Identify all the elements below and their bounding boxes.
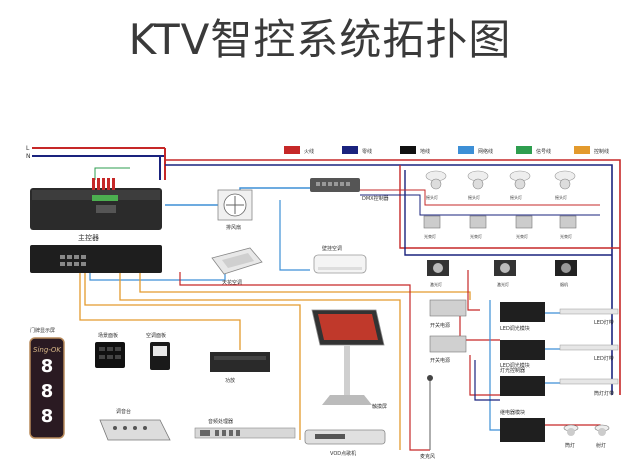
dimmer-2-label: LED调光模块 bbox=[500, 362, 530, 369]
mixer: 调音台 bbox=[99, 408, 171, 441]
ac-panel-label: 空调面板 bbox=[146, 332, 166, 339]
effect-lights: 激光灯 激光灯 烟机 bbox=[427, 260, 577, 287]
legend-label-control: 控制线 bbox=[594, 148, 609, 155]
strip-3-label: 筒灯灯带 bbox=[594, 390, 614, 397]
vod-player: VOD点歌机 bbox=[304, 429, 386, 457]
touch-screen: 触摸屏 bbox=[311, 309, 387, 410]
relay-label: 继电器模块 bbox=[500, 409, 525, 416]
moving-head-label-1: 摇头灯 bbox=[426, 194, 438, 200]
legend-label-network: 网络线 bbox=[478, 148, 493, 155]
legend-swatch-signal bbox=[516, 146, 532, 154]
beam-label-2: 光束灯 bbox=[470, 233, 482, 239]
beam-lights: 光束灯 光束灯 光束灯 光束灯 bbox=[423, 215, 577, 239]
ac-panel: 空调面板 bbox=[146, 332, 170, 370]
ceiling-ac: 天花空调 bbox=[211, 247, 263, 286]
effect-light-label-2: 激光灯 bbox=[497, 281, 509, 287]
downlights: 筒灯 射灯 bbox=[563, 424, 610, 449]
power-line-n-label: N bbox=[26, 153, 31, 160]
diagram-title: KTV智控系统拓扑图 bbox=[128, 15, 512, 64]
door-display-panel: 门牌显示屏 Sing-OK 8 8 8 bbox=[29, 327, 65, 439]
wall-ac-label: 壁挂空调 bbox=[322, 245, 342, 252]
amplifier-label: 功放 bbox=[225, 377, 235, 384]
moving-head-label-4: 摇头灯 bbox=[555, 194, 567, 200]
beam-label-4: 光束灯 bbox=[560, 233, 572, 239]
scene-panel: 场景面板 bbox=[95, 332, 125, 368]
moving-head-label-3: 摇头灯 bbox=[510, 194, 522, 200]
mixer-label: 调音台 bbox=[116, 408, 131, 415]
ceiling-ac-label: 天花空调 bbox=[222, 279, 242, 286]
main-controller: 主控器 bbox=[30, 178, 162, 273]
dimmer-modules: LED调光模块 LED调光模块 灯光控制器 继电器模块 bbox=[500, 302, 545, 442]
amplifier: 功放 bbox=[210, 352, 270, 384]
legend-label-neutral: 零线 bbox=[362, 148, 372, 155]
power-supply-2-label: 开关电源 bbox=[430, 357, 450, 364]
power-supplies: 开关电源 开关电源 bbox=[429, 299, 467, 364]
legend-swatch-neutral bbox=[342, 146, 358, 154]
power-supply-1-label: 开关电源 bbox=[430, 322, 450, 329]
beam-label-3: 光束灯 bbox=[516, 233, 528, 239]
microphone: 麦克风 bbox=[420, 375, 435, 460]
exhaust-fan-label: 排风扇 bbox=[226, 224, 241, 231]
legend-swatch-ground bbox=[400, 146, 416, 154]
door-panel-digit-3: 8 bbox=[41, 406, 54, 427]
legend-swatch-control bbox=[574, 146, 590, 154]
exhaust-fan: 排风扇 bbox=[217, 189, 253, 231]
legend-label-signal: 信号线 bbox=[536, 148, 551, 155]
touch-screen-label: 触摸屏 bbox=[372, 403, 387, 410]
dmx-switch: DMX控制器 bbox=[310, 178, 389, 202]
strip-2-label: LED灯带 bbox=[594, 355, 614, 362]
downlight-1-label: 筒灯 bbox=[565, 442, 575, 449]
moving-heads: 摇头灯 摇头灯 摇头灯 摇头灯 bbox=[425, 170, 576, 200]
dmx-switch-label: DMX控制器 bbox=[362, 195, 389, 202]
legend-swatch-live bbox=[284, 146, 300, 154]
scene-panel-label: 场景面板 bbox=[98, 332, 118, 339]
downlight-2-label: 射灯 bbox=[596, 442, 606, 449]
microphone-label: 麦克风 bbox=[420, 453, 435, 460]
legend-label-ground: 地线 bbox=[420, 148, 430, 155]
power-lines: L N bbox=[26, 145, 166, 180]
effect-light-label-1: 激光灯 bbox=[430, 281, 442, 287]
audio-processor: 音频处理器 bbox=[194, 418, 296, 439]
legend-swatch-network bbox=[458, 146, 474, 154]
wall-ac: 壁挂空调 bbox=[313, 245, 367, 274]
door-panel-digit-2: 8 bbox=[41, 381, 54, 402]
strip-1-label: LED灯带 bbox=[594, 319, 614, 326]
legend: 火线 零线 地线 网络线 信号线 控制线 bbox=[284, 146, 609, 155]
lamp-controller-label: 灯光控制器 bbox=[500, 367, 525, 374]
main-controller-label: 主控器 bbox=[78, 233, 99, 242]
dimmer-1-label: LED调光模块 bbox=[500, 325, 530, 332]
moving-head-label-2: 摇头灯 bbox=[468, 194, 480, 200]
legend-label-live: 火线 bbox=[304, 148, 314, 155]
door-panel-logo: Sing-OK bbox=[33, 346, 62, 354]
audio-processor-label: 音频处理器 bbox=[208, 418, 233, 425]
power-line-l-label: L bbox=[26, 145, 30, 152]
beam-label-1: 光束灯 bbox=[424, 233, 436, 239]
door-panel-label: 门牌显示屏 bbox=[30, 327, 55, 334]
door-panel-digit-1: 8 bbox=[41, 356, 54, 377]
effect-light-label-4: 烟机 bbox=[560, 281, 568, 287]
vod-player-label: VOD点歌机 bbox=[330, 450, 356, 457]
led-strips: LED灯带 LED灯带 筒灯灯带 bbox=[559, 308, 619, 397]
